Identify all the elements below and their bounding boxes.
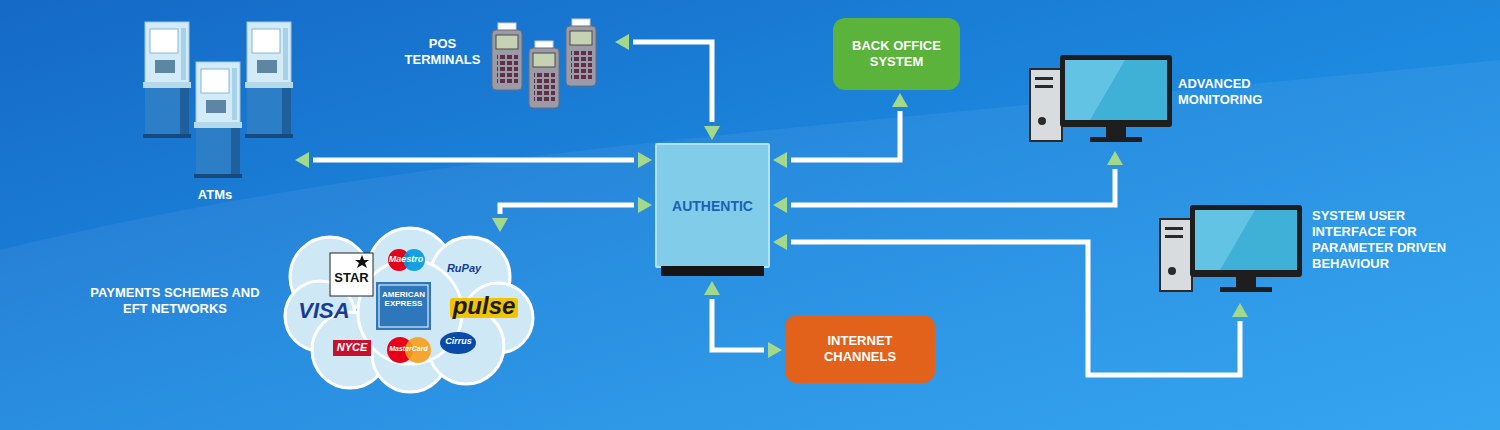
arrowhead — [1232, 303, 1248, 317]
background-wave — [0, 60, 1500, 430]
rupay-logo: RuPay — [440, 262, 488, 274]
connector — [295, 152, 652, 168]
pos-terminal — [529, 41, 559, 108]
arrowhead — [768, 342, 782, 358]
connector-line — [500, 205, 634, 214]
maestro-logo: Maestro — [383, 255, 429, 265]
arrowhead — [773, 197, 787, 213]
logo-slot: STAR — [330, 271, 373, 285]
connector — [615, 34, 720, 140]
connector-line — [313, 158, 634, 163]
arrowhead — [638, 152, 652, 168]
atm-machine — [245, 22, 293, 138]
computer — [1160, 205, 1302, 292]
amex-logo: AMERICAN EXPRESS — [376, 291, 431, 309]
pos-illustration — [492, 19, 596, 108]
arrowhead — [295, 152, 309, 168]
arrowhead — [773, 234, 787, 250]
arrowhead — [892, 93, 908, 107]
base-bar — [661, 266, 764, 276]
mastercard-logo: MasterCard — [383, 345, 434, 353]
arrowhead — [773, 152, 787, 168]
arrowhead — [1107, 151, 1123, 165]
arrowhead — [638, 197, 652, 213]
arrowhead — [615, 34, 629, 50]
node-label: INTERNET CHANNELS — [799, 333, 921, 365]
star-logo: STAR — [330, 271, 373, 285]
logo-slot: RuPay — [440, 262, 488, 274]
nyce-box — [333, 340, 371, 356]
node-label: BACK OFFICE SYSTEM — [843, 38, 950, 70]
pos-terminal — [566, 19, 596, 86]
computer — [1030, 55, 1172, 142]
logo-slot: Maestro — [383, 255, 429, 265]
connector — [492, 197, 652, 232]
connector-line — [791, 242, 1240, 375]
atm-machine — [143, 22, 191, 138]
connector — [773, 93, 908, 168]
connector — [773, 151, 1123, 213]
node-label: SYSTEM USER INTERFACE FOR PARAMETER DRIV… — [1312, 208, 1462, 272]
star-logo-box — [330, 253, 373, 296]
logo-slot: MasterCard — [383, 345, 434, 353]
logo-slot: Cirrus — [440, 337, 477, 347]
arrowhead — [704, 126, 720, 140]
monitoring-node: ADVANCED MONITORING — [1020, 50, 1300, 148]
hub-box: AUTHENTIC — [655, 143, 770, 268]
cirrus-logo: Cirrus — [440, 337, 477, 347]
cirrus-ellipse — [440, 332, 476, 354]
payment-cloud — [285, 228, 533, 392]
visa-logo: VISA — [293, 299, 355, 323]
logo-slot: VISA — [293, 299, 355, 323]
computer-illustration — [1030, 55, 1302, 292]
atm-node: ATMs — [130, 15, 292, 210]
node-label: ADVANCED MONITORING — [1178, 76, 1293, 108]
ui-node: SYSTEM USER INTERFACE FOR PARAMETER DRIV… — [1150, 200, 1470, 300]
nyce-logo: NYCE — [333, 341, 371, 353]
star-symbol — [355, 255, 369, 268]
arrowhead — [492, 218, 508, 232]
pulse-logo: pulse — [447, 293, 521, 319]
connector-line — [633, 42, 712, 122]
connector-line — [712, 299, 764, 350]
connector — [773, 234, 1248, 375]
logo-slot: pulse — [447, 293, 521, 319]
node-label: ATMs — [170, 187, 260, 203]
connector — [704, 281, 782, 358]
pos-terminal — [492, 23, 522, 90]
connector-line — [791, 169, 1115, 205]
process-box: BACK OFFICE SYSTEM — [833, 18, 960, 90]
process-box: INTERNET CHANNELS — [785, 315, 935, 383]
pos-node: POS TERMINALS — [395, 18, 612, 105]
logo-slot: AMERICAN EXPRESS — [376, 291, 431, 309]
atm-machine — [194, 62, 242, 178]
connector-line — [791, 111, 900, 160]
node-label: PAYMENTS SCHEMES AND EFT NETWORKS — [80, 285, 270, 317]
amex-box — [376, 282, 431, 330]
logo-slot: NYCE — [333, 341, 371, 353]
node-label: POS TERMINALS — [395, 36, 490, 68]
node-label: AUTHENTIC — [672, 198, 753, 214]
atm-illustration — [143, 22, 293, 178]
arrowhead — [704, 281, 720, 295]
